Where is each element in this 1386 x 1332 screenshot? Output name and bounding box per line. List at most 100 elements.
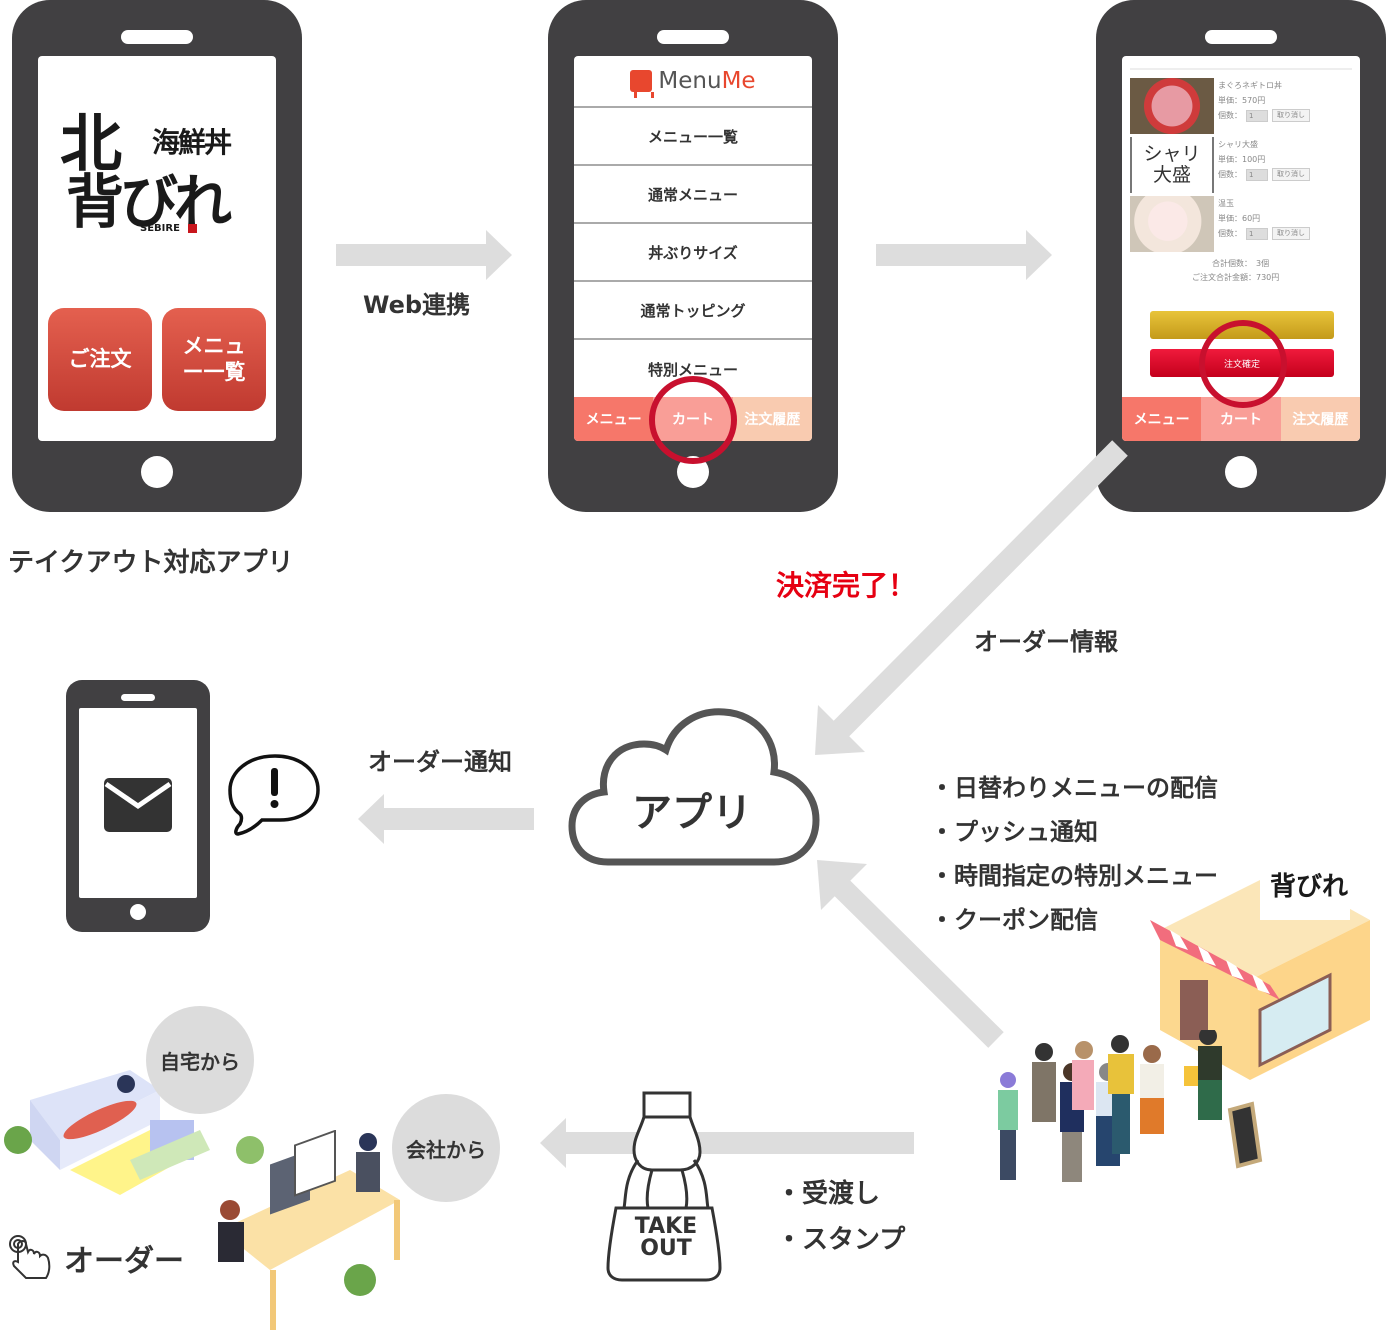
takeout-app-screen: 北 海鮮丼 背びれ SEBIRE ご注文 メニュー一覧 [38, 56, 276, 441]
qty-label: 個数： [1218, 170, 1242, 179]
menume-logo-text-b: Me [721, 68, 756, 94]
sebire-logo: 北 海鮮丼 背びれ SEBIRE [60, 111, 260, 246]
arrow-right-to-cart [876, 230, 1052, 280]
phone-speaker [121, 30, 193, 44]
cart-item-price: 単価：100円 [1218, 155, 1266, 164]
logo-kanji-kita: 北 [60, 107, 122, 180]
qty-select[interactable]: 1 [1246, 227, 1268, 240]
takeout-app-caption: テイクアウト対応アプリ [8, 548, 294, 578]
highlight-ring [1199, 320, 1287, 408]
menu-list-button[interactable]: メニュー一覧 [162, 308, 266, 411]
phone-speaker [657, 30, 729, 44]
mail-icon [104, 778, 172, 832]
cart-item: 温玉 単価：60円 個数： 1 取り消し [1130, 196, 1352, 254]
cart-item-price: 単価：60円 [1218, 214, 1261, 223]
payment-complete-label: 決済完了！ [776, 569, 917, 602]
tuna-bowl-photo [1130, 78, 1214, 134]
handoff-item: ・受渡し [776, 1179, 881, 1209]
takeout-app-phone: 北 海鮮丼 背びれ SEBIRE ご注文 メニュー一覧 [12, 0, 302, 512]
shop-illustration: 背びれ [1150, 860, 1370, 1080]
qty-label: 個数： [1218, 111, 1242, 120]
cloud-icon [568, 708, 820, 866]
tab-bar: メニュー カート 注文履歴 [1122, 397, 1360, 441]
takeout-line2: OUT [640, 1236, 692, 1261]
order-info-label: オーダー情報 [974, 628, 1118, 656]
cloud-app-label: アプリ [632, 790, 752, 836]
arrow-shop-to-cloud [817, 860, 1004, 1048]
feature-list: ・日替わりメニューの配信 ・プッシュ通知 ・時間指定の特別メニュー ・クーポン配… [930, 770, 1218, 946]
home-button [1225, 456, 1257, 488]
tab-order-history[interactable]: 注文履歴 [732, 397, 812, 441]
tab-menu[interactable]: メニュー [1122, 397, 1202, 441]
menume-mascot-icon [630, 70, 655, 98]
qty-label: 個数： [1218, 229, 1242, 238]
cart-item: まぐろネギトロ丼 単価：570円 個数： 1 取り消し [1130, 78, 1352, 136]
cart-item-name: まぐろネギトロ丼 [1218, 81, 1282, 90]
logo-kanji-se: 背 [66, 168, 124, 236]
takeout-bag-icon [606, 1091, 722, 1282]
order-label: オーダー [64, 1244, 184, 1279]
feature-item: ・時間指定の特別メニュー [930, 862, 1218, 890]
handoff-item: ・スタンプ [776, 1225, 906, 1255]
highlight-ring [649, 376, 737, 464]
phone-speaker [121, 694, 155, 701]
total-amount: ご注文合計金額：730円 [1192, 273, 1280, 282]
menu-item-regular[interactable]: 通常メニュー [574, 166, 812, 224]
cart-item-price: 単価：570円 [1218, 96, 1266, 105]
tab-cart[interactable]: カート [1201, 397, 1281, 441]
home-button [141, 456, 173, 488]
menu-list-label: メニュー一覧 [182, 334, 246, 384]
feature-item: ・プッシュ通知 [930, 818, 1098, 846]
logo-stamp [188, 224, 197, 233]
tab-order-history[interactable]: 注文履歴 [1280, 397, 1360, 441]
takeout-bag-text: TAKE OUT [626, 1216, 706, 1260]
from-office-badge: 会社から [392, 1094, 500, 1202]
home-ordering-illustration [4, 1070, 210, 1195]
notification-screen [79, 708, 197, 898]
menu-item-bowl-size[interactable]: 丼ぶりサイズ [574, 224, 812, 282]
web-link-label: Web連携 [363, 291, 471, 319]
customers-queue-illustration [998, 1030, 1263, 1182]
feature-item: ・クーポン配信 [930, 906, 1098, 934]
menu-item-list[interactable]: メニュー一覧 [574, 108, 812, 166]
alert-speech-bubble-icon [228, 754, 320, 836]
menu-item-topping[interactable]: 通常トッピング [574, 282, 812, 340]
cart-divider [1130, 68, 1352, 70]
menume-logo-text-a: Menu [658, 68, 722, 94]
qty-select[interactable]: 1 [1246, 168, 1268, 181]
tap-hand-icon [9, 1235, 51, 1279]
soft-egg-photo [1130, 196, 1214, 252]
qty-select[interactable]: 1 [1246, 109, 1268, 122]
notification-phone [66, 680, 210, 932]
logo-roman: SEBIRE [140, 223, 180, 234]
shop-sign-logo: 背びれ [1270, 872, 1348, 902]
arrow-left-notify [358, 794, 534, 844]
phone-speaker [1205, 30, 1277, 44]
home-button [130, 904, 146, 920]
remove-button[interactable]: 取り消し [1272, 109, 1310, 122]
order-notify-label: オーダー通知 [368, 748, 512, 776]
remove-button[interactable]: 取り消し [1272, 227, 1310, 240]
tab-menu[interactable]: メニュー [574, 397, 654, 441]
arrow-right-web-link [336, 230, 512, 280]
total-count: 合計個数： 3個 [1212, 259, 1270, 268]
logo-sebire: 背びれ [66, 173, 232, 231]
handoff-list: ・受渡し ・スタンプ [776, 1174, 905, 1266]
office-ordering-illustration [218, 1130, 400, 1330]
arrow-order-info [815, 440, 1128, 755]
cart-item-name: 温玉 [1218, 199, 1234, 208]
logo-kaisendon: 海鮮丼 [152, 126, 232, 159]
remove-button[interactable]: 取り消し [1272, 168, 1310, 181]
feature-item: ・日替わりメニューの配信 [930, 774, 1218, 802]
order-button[interactable]: ご注文 [48, 308, 152, 411]
menu-item-special[interactable]: 特別メニュー [647, 360, 738, 379]
from-home-badge: 自宅から [146, 1006, 254, 1114]
rice-large-thumb: シャリ 大盛 [1130, 137, 1214, 193]
logo-kana-bire: びれ [120, 168, 232, 236]
takeout-line1: TAKE [634, 1214, 698, 1239]
